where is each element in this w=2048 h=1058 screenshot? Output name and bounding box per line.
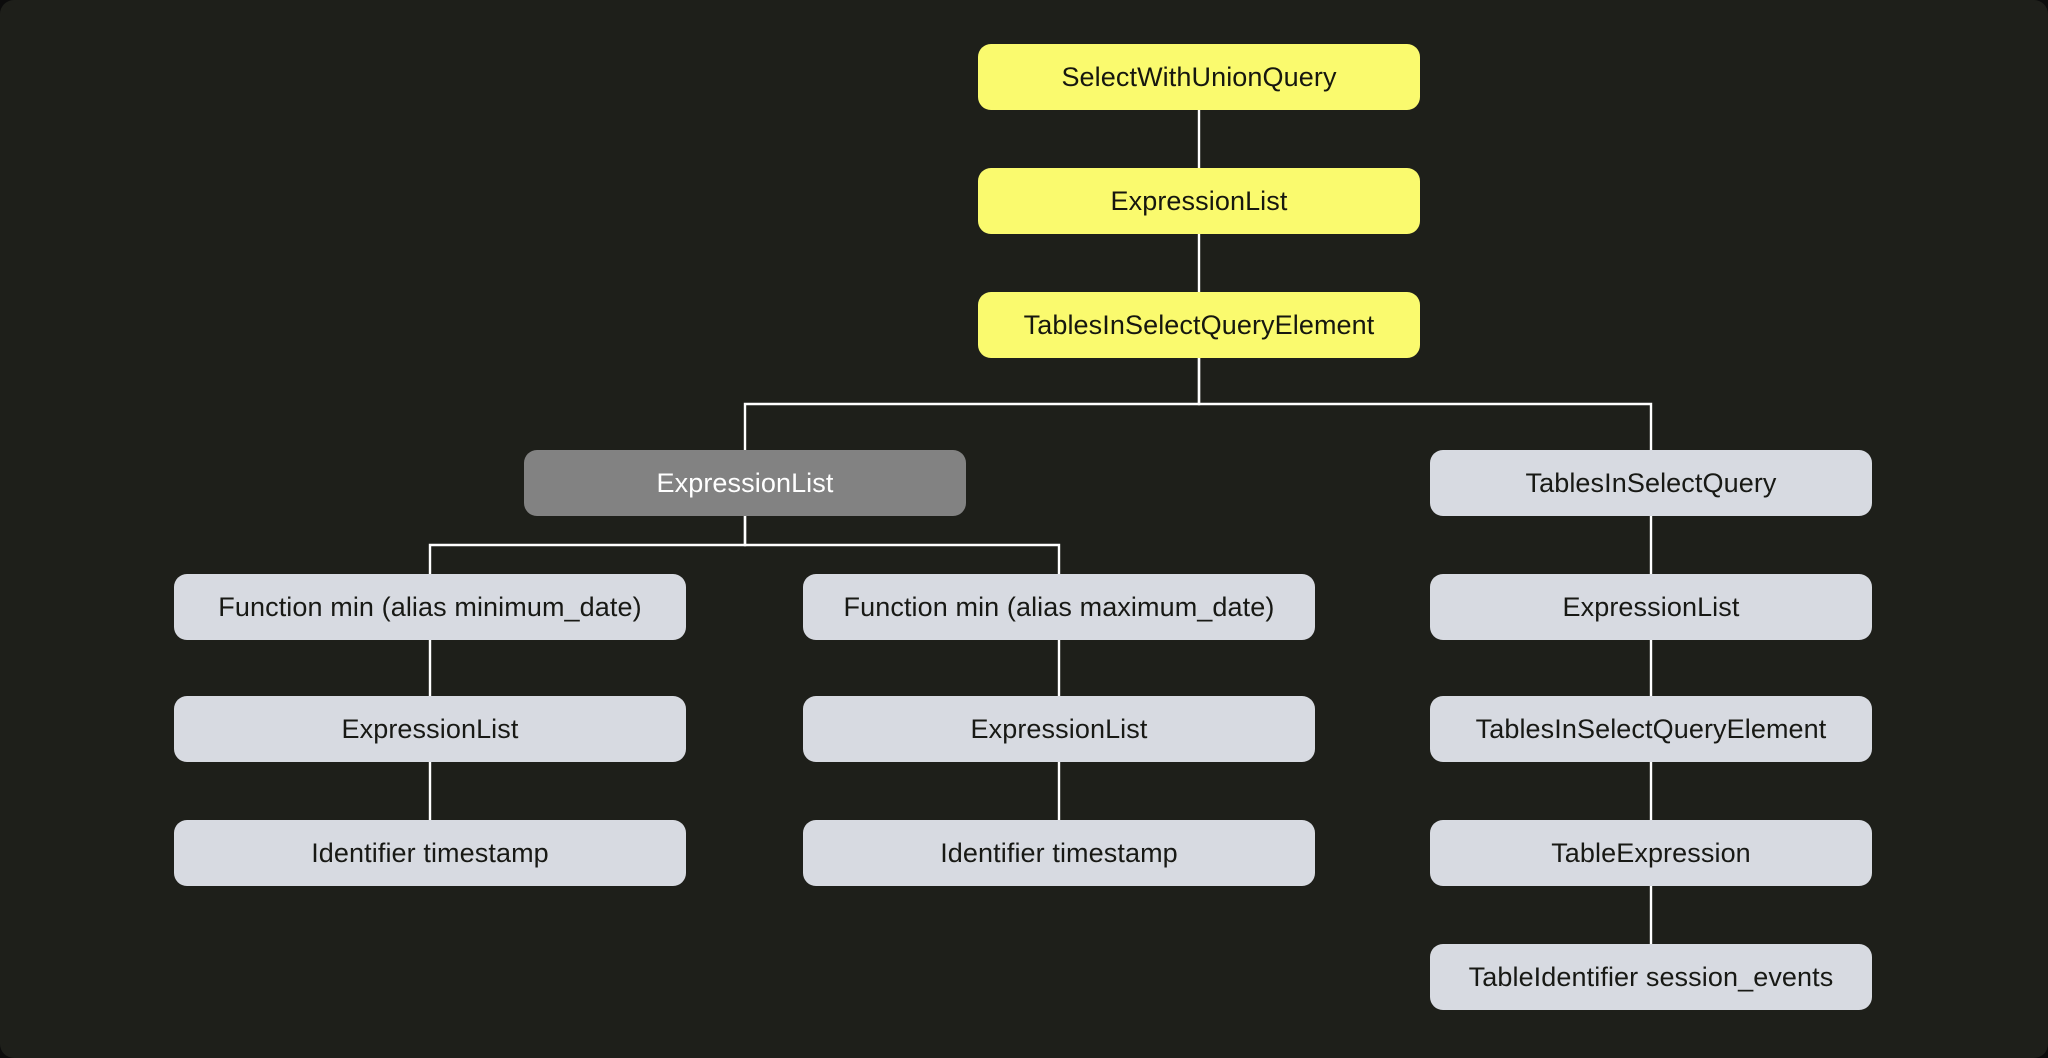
tree-node-n7[interactable]: ExpressionList — [1430, 574, 1872, 640]
tree-node-n3[interactable]: ExpressionList — [524, 450, 966, 516]
tree-node-label: TablesInSelectQueryElement — [1475, 713, 1827, 744]
tree-node-n0[interactable]: SelectWithUnionQuery — [978, 44, 1420, 110]
tree-node-n11[interactable]: Identifier timestamp — [174, 820, 686, 886]
tree-node-n14[interactable]: TableIdentifier session_events — [1430, 944, 1872, 1010]
tree-node-n4[interactable]: TablesInSelectQuery — [1430, 450, 1872, 516]
tree-node-n6[interactable]: Function min (alias maximum_date) — [803, 574, 1315, 640]
tree-node-label: SelectWithUnionQuery — [1061, 61, 1337, 92]
tree-node-label: ExpressionList — [1110, 185, 1288, 216]
tree-node-label: TableExpression — [1551, 837, 1751, 868]
tree-node-label: Identifier timestamp — [940, 837, 1178, 868]
tree-edge — [743, 358, 1201, 450]
tree-node-n2[interactable]: TablesInSelectQueryElement — [978, 292, 1420, 358]
tree-node-label: TablesInSelectQuery — [1525, 467, 1777, 498]
tree-node-label: Function min (alias minimum_date) — [218, 591, 642, 622]
tree-node-n9[interactable]: ExpressionList — [803, 696, 1315, 762]
tree-node-label: ExpressionList — [341, 713, 519, 744]
tree-node-label: TablesInSelectQueryElement — [1023, 309, 1375, 340]
tree-node-n10[interactable]: TablesInSelectQueryElement — [1430, 696, 1872, 762]
tree-node-n13[interactable]: TableExpression — [1430, 820, 1872, 886]
tree-node-label: ExpressionList — [1562, 591, 1740, 622]
tree-edge — [428, 516, 747, 574]
tree-node-n5[interactable]: Function min (alias minimum_date) — [174, 574, 686, 640]
tree-node-n12[interactable]: Identifier timestamp — [803, 820, 1315, 886]
tree-node-label: Function min (alias maximum_date) — [843, 591, 1275, 622]
tree-edge — [743, 516, 1061, 574]
tree-node-n1[interactable]: ExpressionList — [978, 168, 1420, 234]
tree-node-label: Identifier timestamp — [311, 837, 549, 868]
tree-node-label: ExpressionList — [656, 467, 834, 498]
tree-node-label: TableIdentifier session_events — [1468, 961, 1834, 992]
tree-node-n8[interactable]: ExpressionList — [174, 696, 686, 762]
tree-edge — [1197, 358, 1653, 450]
tree-node-label: ExpressionList — [970, 713, 1148, 744]
